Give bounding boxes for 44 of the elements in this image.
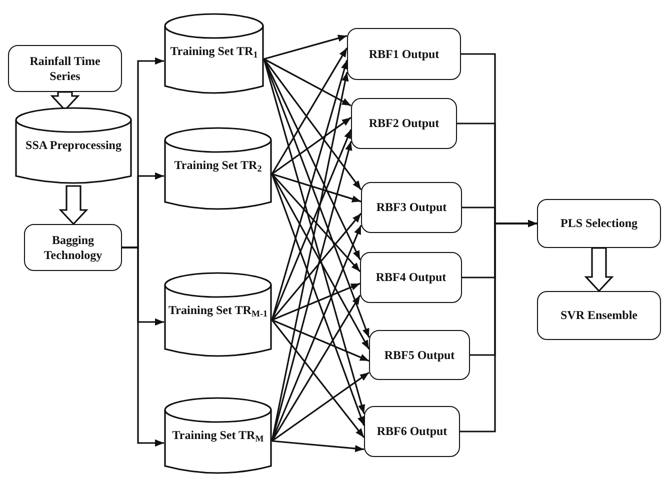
node-label: SSA Preprocessing	[24, 138, 122, 152]
process-box	[537, 199, 661, 248]
block-arrow	[58, 185, 88, 226]
arrow	[122, 246, 164, 447]
arrow	[271, 173, 361, 272]
node-label: SVR Ensemble	[559, 308, 638, 323]
node-label: Bagging Technology	[42, 233, 104, 262]
process-box	[364, 406, 460, 457]
node-label: RBF2 Output	[368, 116, 440, 131]
block-arrow	[584, 247, 614, 292]
arrow	[272, 116, 352, 175]
arrow	[271, 294, 361, 442]
node-label: Training Set TR$_{M-1}$	[168, 303, 268, 320]
node-label: RBF6 Output	[376, 424, 448, 439]
process-box	[351, 98, 457, 149]
arrow	[263, 58, 362, 190]
process-box	[369, 330, 470, 380]
node-label: PLS Selectiong	[560, 216, 638, 231]
arrow	[272, 282, 360, 321]
arrow	[272, 440, 364, 452]
arrow	[271, 60, 348, 320]
arrow	[271, 48, 348, 174]
node-label: Training Set TR$_{1}$	[169, 44, 259, 60]
arrow	[272, 173, 362, 202]
node-label: RBF3 Output	[375, 200, 448, 215]
node-label: Training Set TR$_{M}$	[171, 428, 265, 444]
arrow	[272, 372, 370, 442]
process-box	[537, 291, 661, 340]
process-box	[347, 28, 461, 80]
arrow	[272, 319, 370, 362]
arrow	[264, 58, 352, 106]
process-box	[8, 45, 122, 92]
process-box	[360, 252, 462, 303]
arrow	[460, 220, 537, 432]
node-label: Rainfall Time Series	[28, 54, 102, 83]
process-box	[24, 224, 122, 271]
node-label: RBF5 Output	[383, 348, 456, 362]
arrow	[271, 212, 362, 321]
node-label: RBF4 Output	[374, 270, 448, 285]
arrow	[264, 34, 348, 60]
node-label: Training Set TR$_{2}$	[173, 158, 263, 174]
node-label: RBF1 Output	[368, 46, 440, 62]
arrow	[271, 320, 365, 438]
process-box	[361, 182, 462, 233]
